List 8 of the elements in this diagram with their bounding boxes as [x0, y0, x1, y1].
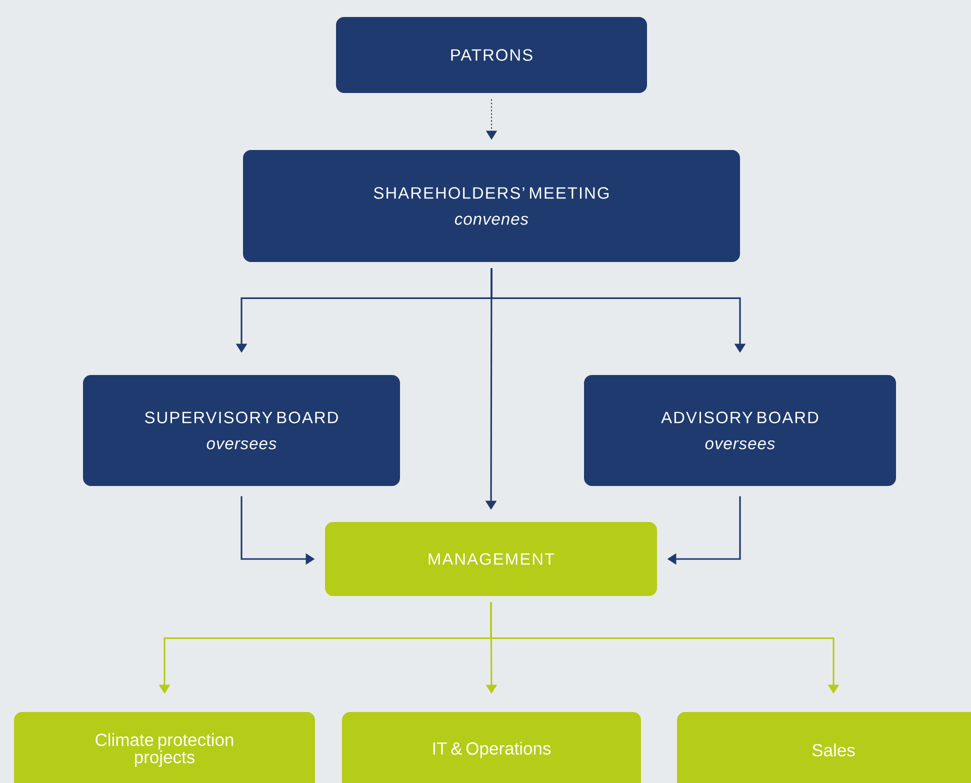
process-box: Sales — [677, 712, 971, 783]
process-box: SUPERVISORY BOARD oversees — [83, 375, 400, 486]
process-box: Climate protection projects — [14, 712, 315, 783]
process-box: SHAREHOLDERS’ MEETING convenes — [243, 150, 740, 262]
process-box: PATRONS — [336, 17, 647, 93]
process-box: ADVISORY BOARD oversees — [584, 375, 896, 486]
process-box: IT & Operations — [342, 712, 641, 783]
process-box: MANAGEMENT — [325, 522, 657, 596]
